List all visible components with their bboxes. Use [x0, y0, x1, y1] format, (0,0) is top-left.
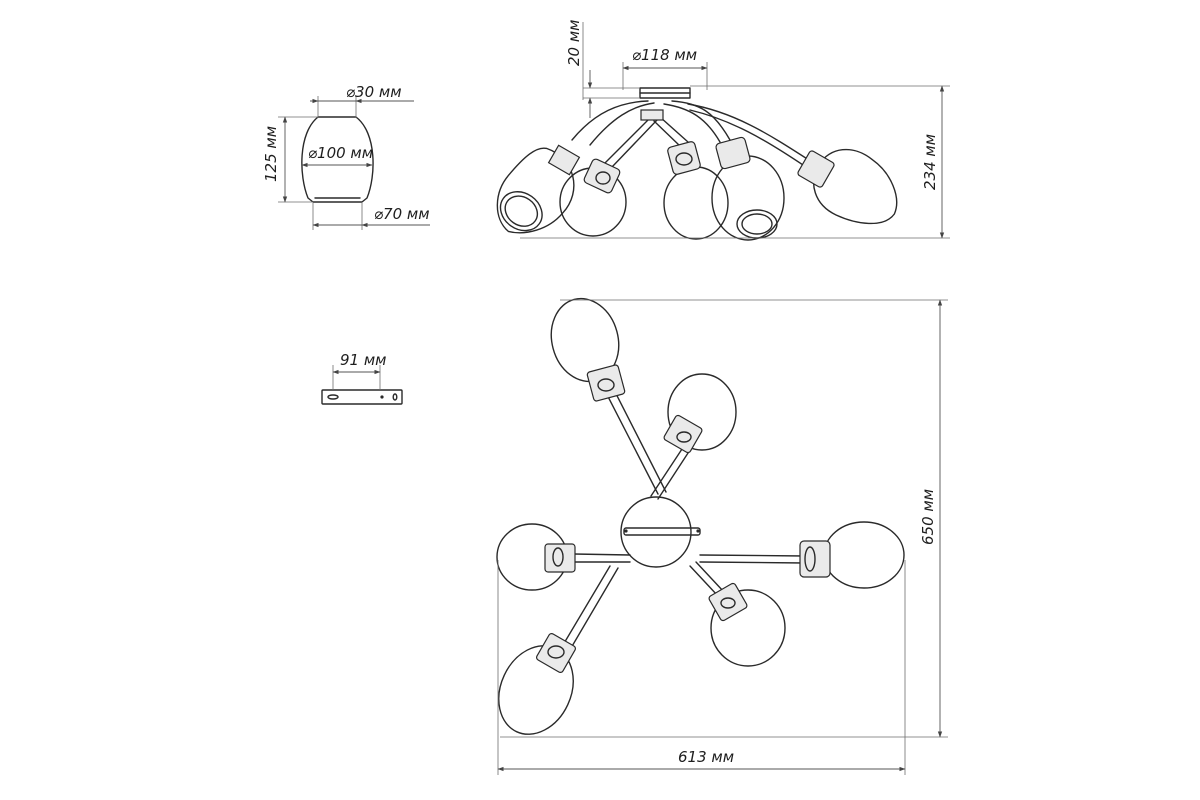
canopy-top — [620, 496, 692, 568]
top-view-width-label: 613 мм — [678, 748, 734, 766]
shade-top-diameter-label: ⌀30 мм — [346, 83, 402, 101]
canopy-diameter-label: ⌀118 мм — [632, 46, 697, 64]
shade-height-label: 125 мм — [262, 126, 280, 182]
top-view-depth-label: 650 мм — [919, 489, 937, 545]
shade-max-diameter-label: ⌀100 мм — [308, 144, 373, 162]
glass-shade-outline — [301, 116, 374, 203]
bracket-length-label: 91 мм — [340, 351, 387, 369]
top-view: 650 мм 613 мм — [496, 297, 948, 775]
total-height-label: 234 мм — [921, 134, 939, 190]
mounting-bracket-outline — [321, 389, 403, 405]
shade-bottom-diameter-label: ⌀70 мм — [374, 205, 430, 223]
canopy-height-label: 20 мм — [565, 20, 583, 67]
shade-detail-view: ⌀30 мм ⌀100 мм ⌀70 мм 125 мм — [262, 83, 430, 230]
side-view: 20 мм ⌀118 мм 234 мм — [496, 20, 950, 241]
mounting-bracket-view: 91 мм — [321, 351, 403, 405]
